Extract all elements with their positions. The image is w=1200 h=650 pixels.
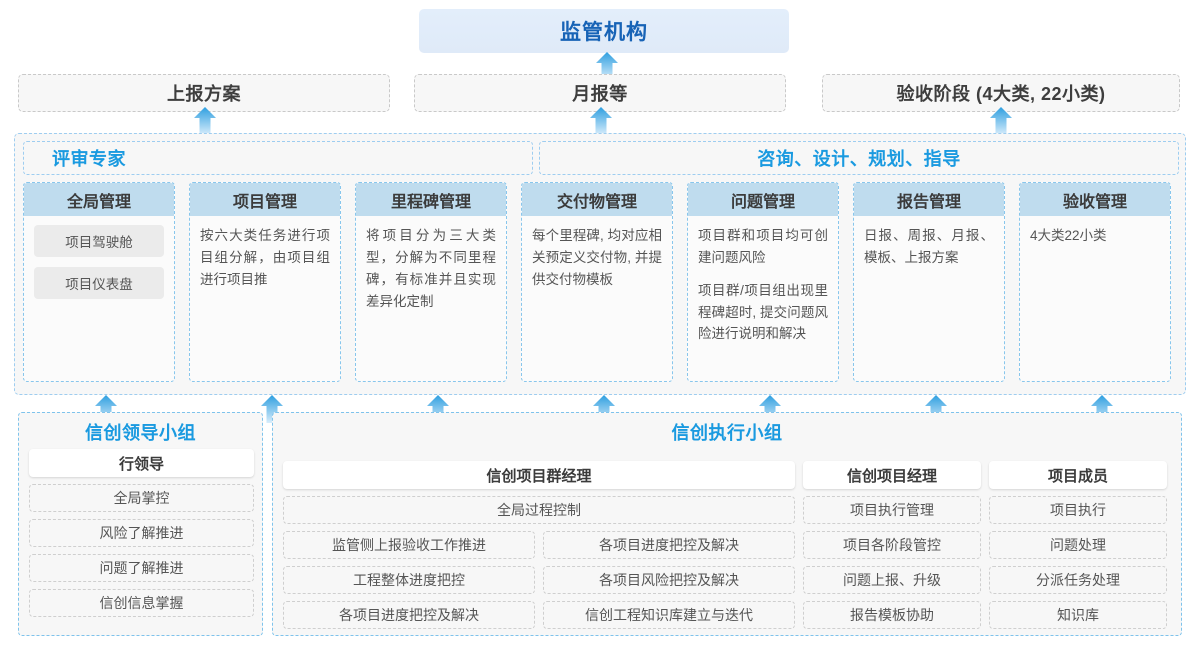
panel-header-label: 咨询、设计、规划、指导	[757, 149, 961, 169]
capability-card-deliverable-management[interactable]: 交付物管理 每个里程碑, 均对应相关预定义交付物, 并提供交付物模板	[521, 182, 673, 382]
task-item[interactable]: 分派任务处理	[989, 566, 1167, 594]
card-paragraph: 按六大类任务进行项目组分解，由项目组进行项目推	[200, 228, 330, 287]
task-item[interactable]: 项目各阶段管控	[803, 531, 981, 559]
task-item[interactable]: 信创信息掌握	[29, 589, 254, 617]
execution-group-title: 信创执行小组	[671, 423, 783, 443]
arrow-up-icon	[194, 107, 216, 135]
card-pill[interactable]: 项目驾驶舱	[34, 225, 164, 257]
capability-card-report-management[interactable]: 报告管理 日报、周报、月报、模板、上报方案	[853, 182, 1005, 382]
regulator-label: 监管机构	[560, 21, 648, 44]
card-title: 项目管理	[232, 193, 297, 211]
role-header: 信创项目群经理	[283, 461, 795, 489]
report-label: 月报等	[572, 84, 628, 104]
task-item[interactable]: 全局过程控制	[283, 496, 795, 524]
report-label: 上报方案	[167, 84, 241, 104]
project-manager-column: 信创项目经理 项目执行管理 项目各阶段管控 问题上报、升级 报告模板协助	[803, 461, 981, 629]
task-row: 监管侧上报验收工作推进 各项目进度把控及解决	[283, 531, 795, 559]
execution-group: 信创执行小组 信创项目群经理 全局过程控制 监管侧上报验收工作推进 各项目进度把…	[272, 412, 1182, 636]
regulator-box: 监管机构	[419, 9, 789, 53]
task-row: 工程整体进度把控 各项目风险把控及解决	[283, 566, 795, 594]
card-body: 4大类22小类	[1020, 216, 1170, 247]
report-label: 验收阶段 (4大类, 22小类)	[896, 84, 1106, 104]
card-title: 问题管理	[730, 193, 795, 211]
task-item[interactable]: 全局掌控	[29, 484, 254, 512]
card-header: 项目管理	[190, 183, 340, 216]
capability-card-project-management[interactable]: 项目管理 按六大类任务进行项目组分解，由项目组进行项目推	[189, 182, 341, 382]
task-item[interactable]: 问题上报、升级	[803, 566, 981, 594]
card-paragraph: 4大类22小类	[1030, 228, 1107, 243]
card-paragraph: 项目群/项目组出现里程碑超时, 提交问题风险进行说明和解决	[698, 282, 828, 342]
card-paragraph: 每个里程碑, 均对应相关预定义交付物, 并提供交付物模板	[532, 228, 662, 287]
task-item[interactable]: 各项目进度把控及解决	[283, 601, 535, 629]
card-title: 交付物管理	[556, 193, 637, 211]
task-item[interactable]: 问题了解推进	[29, 554, 254, 582]
task-item[interactable]: 各项目风险把控及解决	[543, 566, 795, 594]
task-item[interactable]: 问题处理	[989, 531, 1167, 559]
role-header: 信创项目经理	[803, 461, 981, 489]
card-body: 按六大类任务进行项目组分解，由项目组进行项目推	[190, 216, 340, 291]
role-header: 行领导	[29, 449, 254, 477]
card-body: 项目驾驶舱 项目仪表盘	[24, 216, 174, 299]
role-header: 项目成员	[989, 461, 1167, 489]
capability-card-milestone-management[interactable]: 里程碑管理 将项目分为三大类型，分解为不同里程碑，有标准并且实现差异化定制	[355, 182, 507, 382]
task-item[interactable]: 项目执行	[989, 496, 1167, 524]
card-title: 验收管理	[1062, 193, 1127, 211]
card-body: 每个里程碑, 均对应相关预定义交付物, 并提供交付物模板	[522, 216, 672, 291]
card-body: 将项目分为三大类型，分解为不同里程碑，有标准并且实现差异化定制	[356, 216, 506, 312]
card-header: 报告管理	[854, 183, 1004, 216]
card-pill[interactable]: 项目仪表盘	[34, 267, 164, 299]
panel-header-consulting: 咨询、设计、规划、指导	[539, 141, 1179, 175]
task-item[interactable]: 知识库	[989, 601, 1167, 629]
card-paragraph: 日报、周报、月报、模板、上报方案	[864, 228, 994, 265]
task-item[interactable]: 风险了解推进	[29, 519, 254, 547]
arrow-up-icon	[596, 52, 618, 80]
task-item[interactable]: 项目执行管理	[803, 496, 981, 524]
card-header: 验收管理	[1020, 183, 1170, 216]
capability-panel: 评审专家 咨询、设计、规划、指导 全局管理 项目驾驶舱 项目仪表盘 项目管理 按…	[14, 133, 1186, 395]
card-paragraph: 项目群和项目均可创建问题风险	[698, 228, 828, 265]
capability-card-acceptance-management[interactable]: 验收管理 4大类22小类	[1019, 182, 1171, 382]
task-item[interactable]: 工程整体进度把控	[283, 566, 535, 594]
capability-card-issue-management[interactable]: 问题管理 项目群和项目均可创建问题风险 项目群/项目组出现里程碑超时, 提交问题…	[687, 182, 839, 382]
program-manager-column: 信创项目群经理 全局过程控制 监管侧上报验收工作推进 各项目进度把控及解决 工程…	[283, 461, 795, 629]
card-header: 全局管理	[24, 183, 174, 216]
arrow-up-icon	[990, 107, 1012, 135]
capability-card-global-management[interactable]: 全局管理 项目驾驶舱 项目仪表盘	[23, 182, 175, 382]
card-paragraph: 将项目分为三大类型，分解为不同里程碑，有标准并且实现差异化定制	[366, 228, 496, 309]
task-item[interactable]: 信创工程知识库建立与迭代	[543, 601, 795, 629]
card-title: 全局管理	[66, 193, 131, 211]
card-title: 报告管理	[896, 193, 961, 211]
card-body: 日报、周报、月报、模板、上报方案	[854, 216, 1004, 269]
project-member-column: 项目成员 项目执行 问题处理 分派任务处理 知识库	[989, 461, 1167, 629]
card-header: 里程碑管理	[356, 183, 506, 216]
report-box-monthly[interactable]: 月报等	[414, 74, 786, 112]
task-item[interactable]: 各项目进度把控及解决	[543, 531, 795, 559]
leadership-group: 信创领导小组 行领导 全局掌控 风险了解推进 问题了解推进 信创信息掌握	[18, 412, 263, 636]
card-title: 里程碑管理	[390, 193, 471, 211]
panel-header-label: 评审专家	[52, 149, 126, 169]
card-header: 问题管理	[688, 183, 838, 216]
task-item[interactable]: 报告模板协助	[803, 601, 981, 629]
arrow-up-icon	[590, 107, 612, 135]
task-row: 各项目进度把控及解决 信创工程知识库建立与迭代	[283, 601, 795, 629]
card-header: 交付物管理	[522, 183, 672, 216]
leadership-column: 行领导 全局掌控 风险了解推进 问题了解推进 信创信息掌握	[29, 449, 254, 617]
card-body: 项目群和项目均可创建问题风险 项目群/项目组出现里程碑超时, 提交问题风险进行说…	[688, 216, 838, 345]
leadership-group-title: 信创领导小组	[85, 423, 196, 443]
panel-header-review-experts: 评审专家	[23, 141, 533, 175]
task-item[interactable]: 监管侧上报验收工作推进	[283, 531, 535, 559]
